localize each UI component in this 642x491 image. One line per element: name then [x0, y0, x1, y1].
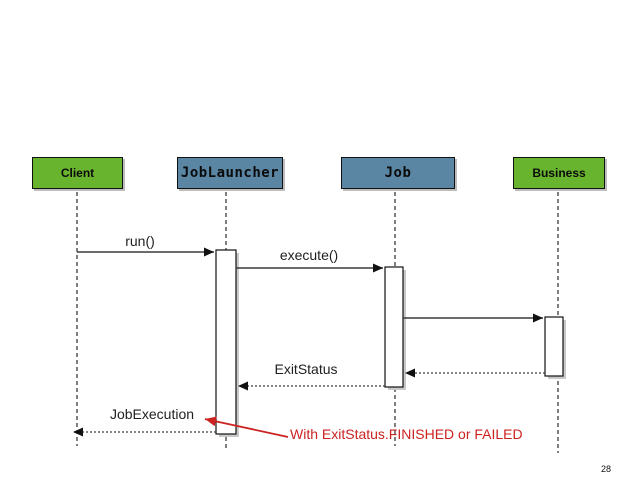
actor-label-business: Business	[532, 166, 586, 180]
message-label-run: run()	[125, 233, 155, 249]
activation-business	[544, 316, 564, 377]
actor-box-joblauncher: JobLauncher	[177, 157, 283, 189]
message-label-execute: execute()	[279, 247, 339, 263]
annotation-arrow	[204, 416, 289, 438]
annotation-text: With ExitStatus.FINISHED or FAILED	[290, 426, 523, 442]
actor-box-business: Business	[513, 157, 605, 189]
actor-label-joblauncher: JobLauncher	[180, 165, 280, 181]
actor-label-job: Job	[384, 165, 412, 181]
actor-label-client: Client	[60, 166, 95, 180]
actor-box-client: Client	[32, 157, 123, 189]
activation-job	[384, 266, 404, 388]
actor-box-job: Job	[341, 157, 455, 189]
page-number: 28	[600, 464, 611, 474]
message-label-jobexecution: JobExecution	[109, 406, 195, 422]
message-label-exitstatus: ExitStatus	[274, 361, 338, 377]
activation-joblauncher	[215, 249, 237, 435]
